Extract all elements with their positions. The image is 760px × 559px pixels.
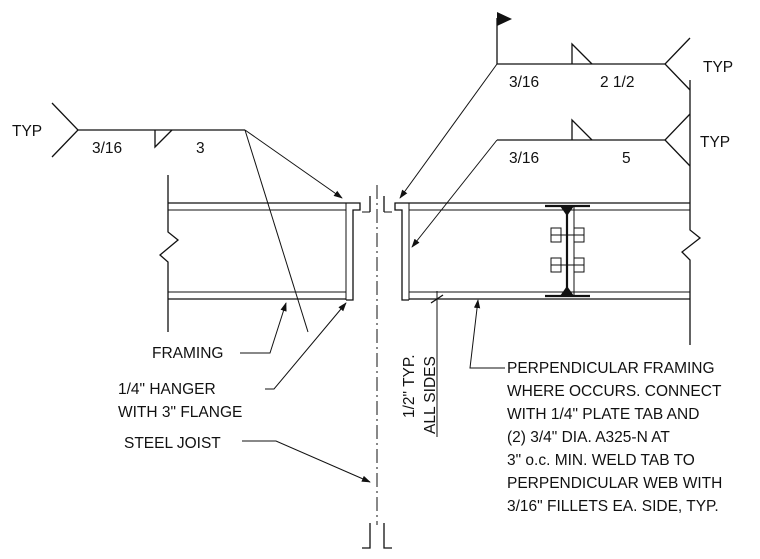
fillet-weld-icon [571,118,593,141]
gap-label-line1: 1/2" TYP. [401,354,418,418]
perpendicular-beam-section [545,204,590,298]
hanger-label-line2: WITH 3" FLANGE [118,404,242,421]
right-hanger [394,202,410,301]
left-break-line [158,175,180,332]
callout-hanger: 1/4" HANGER WITH 3" FLANGE [118,302,347,421]
weld-symbol-top-right: 3/16 2 1/2 TYP [399,12,733,199]
note-line: PERPENDICULAR FRAMING [507,360,715,377]
steel-joist [362,185,392,549]
steel-joist-label: STEEL JOIST [124,435,221,452]
right-framing-member [409,80,702,345]
weld-left-length: 3 [196,140,205,157]
bolt-bottom [550,257,585,273]
weld-left-size: 3/16 [92,140,122,157]
weld-top-tail: TYP [703,59,733,76]
note-text-block: PERPENDICULAR FRAMING WHERE OCCURS. CONNE… [507,360,722,515]
field-weld-flag-icon [497,12,512,26]
right-break-line [681,80,702,345]
weld-mid-tail: TYP [700,134,730,151]
callout-steel-joist: STEEL JOIST [124,435,371,483]
left-framing-member [158,175,346,332]
note-line: PERPENDICULAR WEB WITH [507,475,722,492]
weld-left-tail: TYP [12,123,42,140]
framing-label: FRAMING [152,345,223,362]
note-line: WITH 1/4" PLATE TAB AND [507,406,699,423]
left-hanger [345,202,361,301]
note-line: WHERE OCCURS. CONNECT [507,383,722,400]
weld-top-size: 3/16 [509,74,539,91]
weld-symbol-left: TYP 3/16 3 [12,102,343,333]
weld-symbol-mid-right: 3/16 5 TYP [411,113,730,248]
weld-top-length: 2 1/2 [600,74,634,91]
perpendicular-framing-note: PERPENDICULAR FRAMING WHERE OCCURS. CONNE… [469,299,722,515]
gap-label-line2: ALL SIDES [422,356,439,434]
note-line: 3" o.c. MIN. WELD TAB TO [507,452,695,469]
callout-framing: FRAMING [152,302,287,362]
note-line: (2) 3/4" DIA. A325-N AT [507,429,670,446]
weld-mid-size: 3/16 [509,150,539,167]
fillet-weld-icon [154,129,173,149]
hanger-label-line1: 1/4" HANGER [118,381,216,398]
gap-dimension: 1/2" TYP. ALL SIDES [401,291,446,437]
weld-mid-length: 5 [622,150,631,167]
note-line: 3/16" FILLETS EA. SIDE, TYP. [507,498,719,515]
bolt-top [550,227,585,243]
fillet-weld-icon [571,42,593,65]
